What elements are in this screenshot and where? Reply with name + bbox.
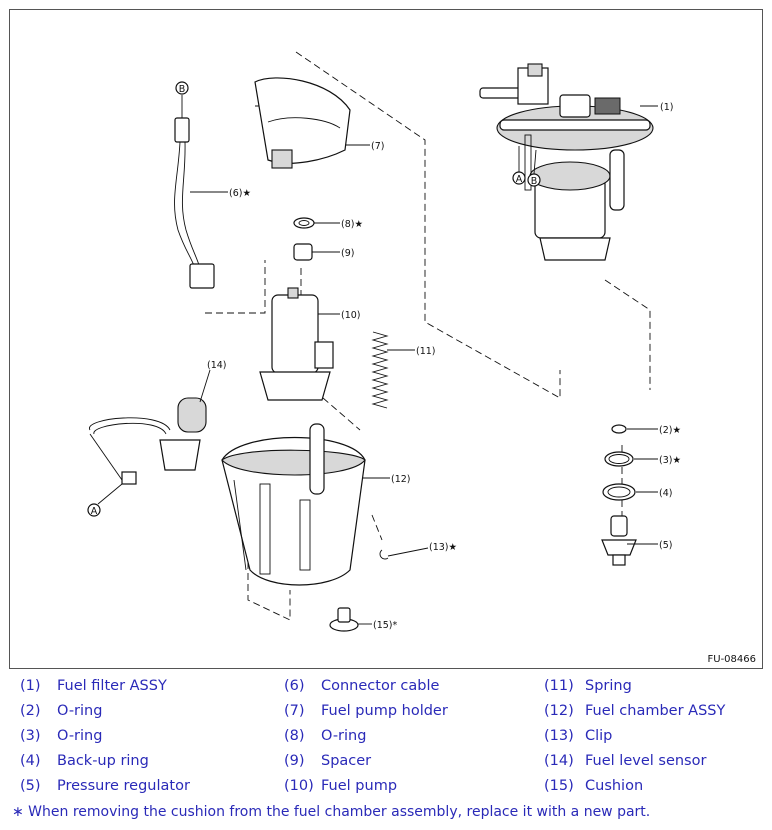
callout-5: (5): [659, 540, 672, 551]
callout-11: (11): [416, 346, 436, 357]
legend-item-name: Connector cable: [321, 678, 440, 694]
legend-row: (5) Pressure regulator (10) Fuel pump (15) Cu…: [0, 772, 772, 797]
legend-item-number: (7): [284, 703, 305, 719]
legend-item-number: (15): [544, 778, 574, 794]
legend-item: (12) Fuel chamber ASSY: [544, 703, 725, 719]
legend-item: (7) Fuel pump holder: [284, 703, 448, 719]
legend-item-number: (4): [20, 753, 41, 769]
legend-item-number: (10): [284, 778, 314, 794]
legend-item-name: O-ring: [321, 728, 367, 744]
legend-item: (11) Spring: [544, 678, 632, 694]
spacer: [293, 243, 313, 261]
connector-b-label: B: [179, 84, 186, 95]
legend-item: (3) O-ring: [20, 728, 102, 744]
legend-item: (10) Fuel pump: [284, 778, 397, 794]
callout-leaders: [190, 105, 658, 625]
legend-item-number: (1): [20, 678, 41, 694]
legend-item-number: (14): [544, 753, 574, 769]
legend-item-name: Fuel chamber ASSY: [585, 703, 726, 719]
legend-item-name: Fuel level sensor: [585, 753, 707, 769]
callout-8: (8)★: [341, 219, 363, 230]
legend-item-number: (13): [544, 728, 574, 744]
legend-row: (2) O-ring (7) Fuel pump holder (12) Fuel cha…: [0, 697, 772, 722]
legend-item: (8) O-ring: [284, 728, 366, 744]
pressure-regulator: [601, 515, 637, 566]
fuel-pump-holder: [254, 77, 351, 169]
o-ring-2: [611, 424, 627, 434]
legend-row: (4) Back-up ring (9) Spacer (14) Fuel level s…: [0, 747, 772, 772]
legend-item-name: Spring: [585, 678, 632, 694]
legend-item: (5) Pressure regulator: [20, 778, 190, 794]
callout-7: (7): [371, 141, 384, 152]
connector-a-label-left: A: [91, 506, 98, 517]
legend-item-number: (12): [544, 703, 574, 719]
legend-item-name: Fuel filter ASSY: [57, 678, 167, 694]
legend-item: (9) Spacer: [284, 753, 371, 769]
connector-ab-markers-filter: A B: [512, 146, 541, 187]
legend-item-name: Clip: [585, 728, 613, 744]
legend-item-number: (2): [20, 703, 41, 719]
fuel-pump-exploded-diagram: B: [87, 51, 681, 632]
legend-item: (14) Fuel level sensor: [544, 753, 706, 769]
legend-item-number: (11): [544, 678, 574, 694]
legend-item-name: Pressure regulator: [57, 778, 190, 794]
callout-1: (1): [660, 102, 673, 113]
legend-item-name: O-ring: [57, 728, 103, 744]
fuel-filter-assy: [479, 63, 654, 261]
connector-b-marker-top: B: [175, 81, 189, 118]
connector-a-label-filter: A: [516, 174, 523, 185]
legend-item-number: (6): [284, 678, 305, 694]
callout-10: (10): [341, 310, 361, 321]
clip: [379, 547, 429, 560]
legend-item: (13) Clip: [544, 728, 612, 744]
legend-footnote: ∗ When removing the cushion from the fue…: [12, 804, 651, 820]
connector-a-marker-left: A: [87, 483, 123, 517]
legend-row: (3) O-ring (8) O-ring (13) Clip: [0, 722, 772, 747]
parts-legend: (1) Fuel filter ASSY (6) Connector cable (11…: [0, 672, 772, 797]
legend-item-name: O-ring: [57, 703, 103, 719]
fuel-chamber-assy: [221, 423, 366, 586]
connector-cable: [174, 117, 215, 289]
callout-6: (6)★: [229, 188, 251, 199]
legend-item-name: Fuel pump holder: [321, 703, 448, 719]
connector-b-label-filter: B: [531, 176, 538, 187]
legend-item-number: (3): [20, 728, 41, 744]
callout-4: (4): [659, 488, 672, 499]
callout-12: (12): [391, 474, 411, 485]
legend-item: (15) Cushion: [544, 778, 643, 794]
figure-id: FU-08466: [707, 654, 757, 665]
legend-row: (1) Fuel filter ASSY (6) Connector cable (11…: [0, 672, 772, 697]
legend-item-name: Fuel pump: [321, 778, 398, 794]
callout-14: (14): [207, 360, 227, 371]
callout-9: (9): [341, 248, 354, 259]
legend-item-number: (5): [20, 778, 41, 794]
legend-item-name: Spacer: [321, 753, 372, 769]
legend-item-name: Cushion: [585, 778, 644, 794]
legend-item-number: (8): [284, 728, 305, 744]
legend-item: (4) Back-up ring: [20, 753, 149, 769]
legend-item-name: Back-up ring: [57, 753, 149, 769]
legend-item-number: (9): [284, 753, 305, 769]
o-ring-8: [293, 217, 315, 229]
fuel-pump: [259, 287, 334, 401]
cushion: [329, 607, 359, 632]
back-up-ring: [602, 483, 636, 501]
callout-13: (13)★: [429, 542, 457, 553]
exploded-diagram-frame: B: [9, 9, 763, 669]
spring: [371, 331, 389, 409]
callout-3: (3)★: [659, 455, 681, 466]
callout-2: (2)★: [659, 425, 681, 436]
legend-item: (1) Fuel filter ASSY: [20, 678, 167, 694]
fuel-level-sensor: [89, 397, 207, 485]
legend-item: (6) Connector cable: [284, 678, 439, 694]
legend-item: (2) O-ring: [20, 703, 102, 719]
callout-15: (15)*: [373, 620, 398, 631]
